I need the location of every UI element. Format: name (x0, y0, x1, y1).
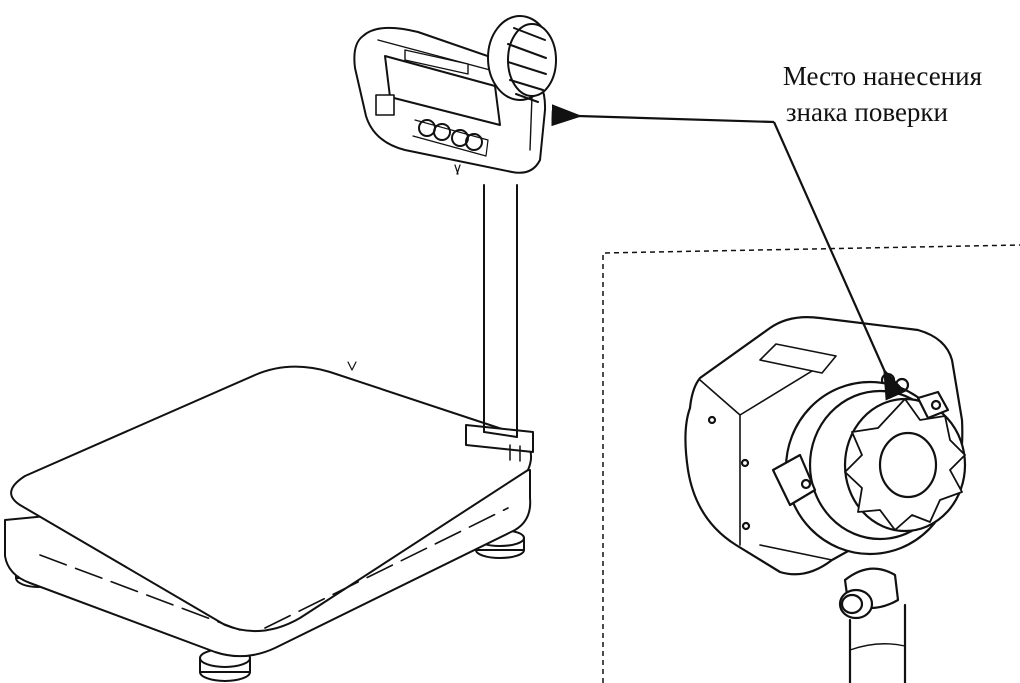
arrow-to-scale (551, 104, 775, 127)
callout-label: Место нанесения знака поверки (712, 58, 982, 130)
display-detail (684, 316, 967, 683)
display-knob (487, 15, 557, 103)
callout-line-1: Место нанесения (782, 61, 982, 91)
callout-line-2: знака поверки (785, 97, 948, 127)
arrow-to-detail (772, 121, 906, 401)
platform-scale (4, 15, 557, 682)
display-screen (384, 55, 501, 126)
pillar (483, 184, 518, 438)
callout-arrows (551, 104, 906, 401)
